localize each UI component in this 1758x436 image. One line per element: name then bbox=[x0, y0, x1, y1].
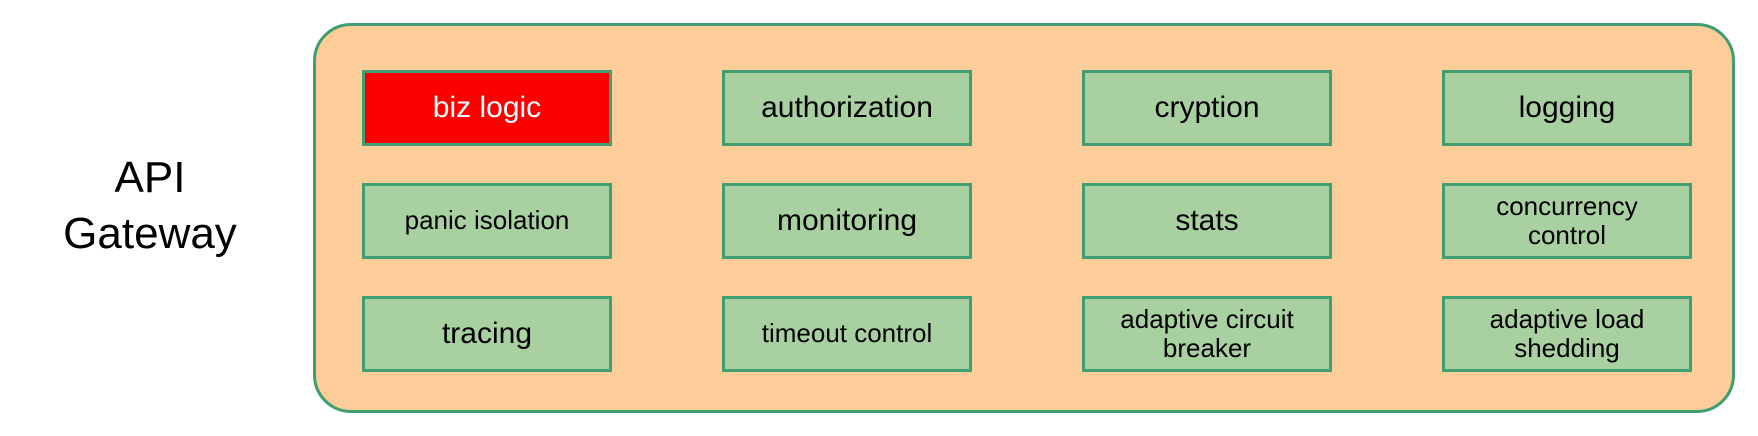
feature-label: authorization bbox=[761, 91, 933, 125]
feature-label: tracing bbox=[441, 317, 533, 351]
feature-grid: biz logic authorization cryption logging… bbox=[362, 70, 1692, 372]
feature-label: cryption bbox=[1154, 91, 1260, 125]
feature-box-adaptive-circuit-breaker[interactable]: adaptive circuit breaker bbox=[1082, 296, 1332, 372]
feature-box-tracing[interactable]: tracing bbox=[362, 296, 612, 372]
feature-box-authorization[interactable]: authorization bbox=[722, 70, 972, 146]
feature-box-concurrency-control[interactable]: concurrency control bbox=[1442, 183, 1692, 259]
feature-box-panic-isolation[interactable]: panic isolation bbox=[362, 183, 612, 259]
feature-label: concurrency control bbox=[1496, 190, 1638, 250]
api-gateway-label: API Gateway bbox=[63, 153, 237, 259]
feature-box-adaptive-load-shedding[interactable]: adaptive load shedding bbox=[1442, 296, 1692, 372]
feature-label: biz logic bbox=[432, 91, 542, 125]
feature-label: timeout control bbox=[761, 318, 933, 349]
feature-label: panic isolation bbox=[404, 205, 570, 236]
api-gateway-panel: biz logic authorization cryption logging… bbox=[313, 23, 1735, 413]
feature-label: monitoring bbox=[776, 204, 918, 238]
feature-box-stats[interactable]: stats bbox=[1082, 183, 1332, 259]
feature-box-cryption[interactable]: cryption bbox=[1082, 70, 1332, 146]
feature-label: stats bbox=[1175, 204, 1239, 238]
feature-box-logging[interactable]: logging bbox=[1442, 70, 1692, 146]
feature-label: logging bbox=[1518, 91, 1616, 125]
feature-box-timeout-control[interactable]: timeout control bbox=[722, 296, 972, 372]
feature-box-monitoring[interactable]: monitoring bbox=[722, 183, 972, 259]
feature-label: adaptive load shedding bbox=[1489, 303, 1645, 363]
feature-label: adaptive circuit breaker bbox=[1120, 303, 1294, 363]
feature-box-biz-logic[interactable]: biz logic bbox=[362, 70, 612, 146]
